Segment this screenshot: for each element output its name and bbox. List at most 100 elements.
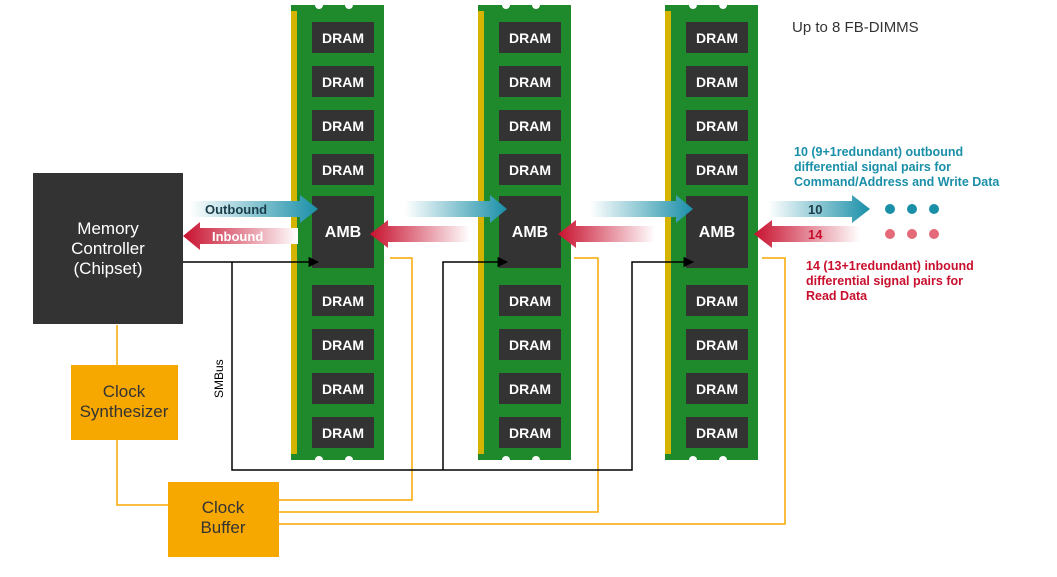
dram-label: DRAM [322,293,364,309]
inbound-note-line-3: Read Data [806,289,868,303]
dimm-notch [689,1,697,9]
inbound-dot-3 [929,229,939,239]
clock-synthesizer-line-1: Clock [103,382,146,401]
dram-chip [312,154,374,185]
dram-label: DRAM [509,381,551,397]
dram-chip [686,329,748,360]
dram-chip [312,373,374,404]
dram-chip [312,22,374,53]
dram-label: DRAM [509,425,551,441]
dram-chip [499,373,561,404]
dram-chip [499,22,561,53]
inbound-count: 14 [808,227,823,242]
dram-label: DRAM [322,118,364,134]
dimm-notch [345,456,353,464]
inbound-dot-2 [907,229,917,239]
amb-label: AMB [512,224,548,241]
dram-chip [686,373,748,404]
inbound-arrow-3 [558,220,655,248]
dimm-module: DRAM DRAM DRAM DRAM DRAM DRAM DRAM DRAM AMB [665,1,758,464]
outbound-label: Outbound [205,202,267,217]
dimm-notch [345,1,353,9]
outbound-note-line-2: differential signal pairs for [794,160,951,174]
clock-synthesizer: Clock Synthesizer [71,365,178,440]
dram-chip [686,154,748,185]
dram-chip [312,329,374,360]
outbound-arrow-2 [405,195,507,223]
inbound-note-line-1: 14 (13+1redundant) inbound [806,259,974,273]
header-text: Up to 8 FB-DIMMS [792,19,919,36]
clock-buffer-line-2: Buffer [200,518,245,537]
inbound-dot-1 [885,229,895,239]
dimm-module: DRAM DRAM DRAM DRAM DRAM DRAM DRAM DRAM AMB [478,1,571,464]
dram-label: DRAM [509,118,551,134]
dram-chip [499,285,561,316]
inbound-label: Inbound [212,229,263,244]
dram-label: DRAM [322,30,364,46]
dram-chip [686,22,748,53]
dram-label: DRAM [322,74,364,90]
clock-buffer-box [168,482,279,557]
dram-label: DRAM [696,293,738,309]
dram-label: DRAM [696,381,738,397]
amb-chip [499,196,561,268]
clock-to-dimm1-wire [279,257,413,501]
dram-label: DRAM [509,293,551,309]
dram-label: DRAM [509,337,551,353]
memory-controller-line-1: Memory [77,219,139,238]
amb-chip [312,196,374,268]
dram-label: DRAM [322,425,364,441]
dram-chip [499,417,561,448]
dram-label: DRAM [509,74,551,90]
clock-wires [116,257,786,525]
dram-label: DRAM [509,162,551,178]
outbound-dot-1 [885,204,895,214]
dimm-modules: DRAMDRAMDRAMDRAMDRAMDRAMDRAMDRAMAMBDRAMD… [291,1,758,464]
dram-label: DRAM [696,74,738,90]
inter-dimm-arrows [370,195,693,248]
dimm-contacts [478,11,484,454]
dram-label: DRAM [696,30,738,46]
clock-synthesizer-box [71,365,178,440]
inbound-arrow-1 [183,222,298,250]
dram-chip [499,110,561,141]
clock-to-dimm3-wire [279,257,786,525]
dram-chip [312,417,374,448]
dram-label: DRAM [322,162,364,178]
clock-to-dimm2-wire [279,257,599,513]
outbound-dot-3 [929,204,939,214]
outbound-arrow-out [768,195,870,223]
smbus-to-dimm2-wire [442,256,509,470]
amb-label: AMB [325,224,361,241]
dram-chip [312,285,374,316]
amb-label: AMB [699,224,735,241]
amb-chip [686,196,748,268]
outbound-count: 10 [808,202,822,217]
dram-label: DRAM [696,118,738,134]
dram-label: DRAM [322,337,364,353]
dram-label: DRAM [696,425,738,441]
dram-label: DRAM [696,337,738,353]
smbus-wires [183,256,695,471]
inbound-arrow-in [754,220,860,248]
dimm-module: DRAM DRAM DRAM DRAM DRAM DRAM DRAM DRAM AMB [291,1,384,464]
dimm-notch [502,1,510,9]
controller-signal-arrows: Outbound Inbound [183,195,318,250]
dram-chip [499,154,561,185]
clock-buffer: Clock Buffer [168,482,279,557]
synth-to-buffer-wire [116,440,168,506]
dimm-notch [315,456,323,464]
dimm-notch [532,1,540,9]
memory-controller: Memory Controller (Chipset) [33,173,183,324]
dimm-contacts [665,11,671,454]
dram-label: DRAM [322,381,364,397]
dimm-notch [719,456,727,464]
dimm-notch [532,456,540,464]
outbound-note: 10 (9+1redundant) outbound differential … [794,145,1000,189]
dram-label: DRAM [509,30,551,46]
clock-synthesizer-line-2: Synthesizer [80,402,169,421]
dram-label: DRAM [696,162,738,178]
dram-chip [312,110,374,141]
